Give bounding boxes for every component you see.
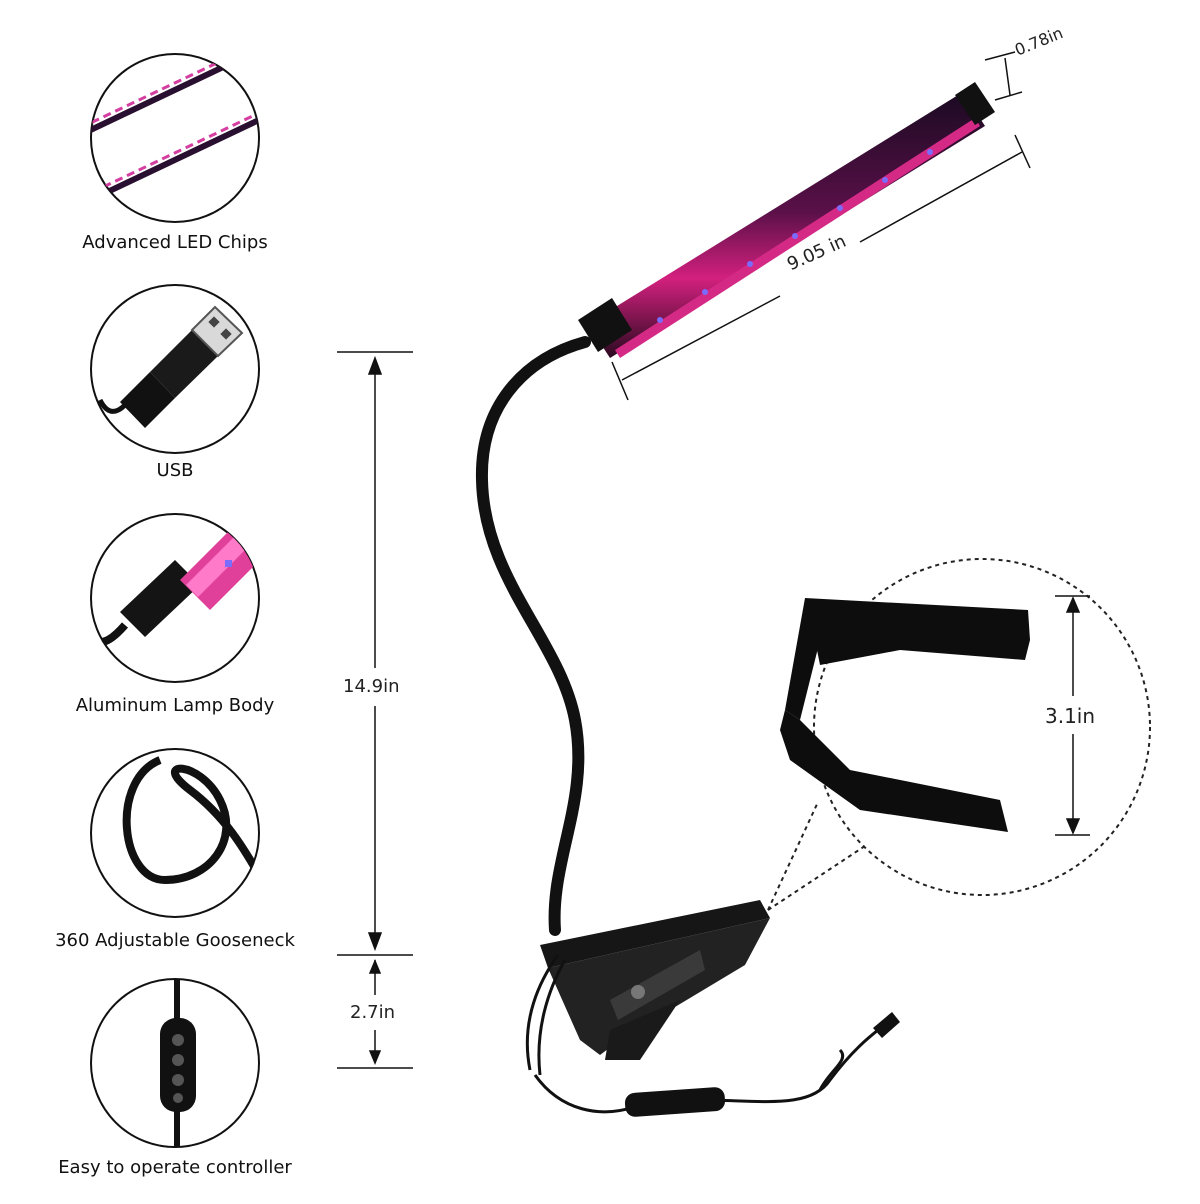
- caption-led-chips: Advanced LED Chips: [82, 232, 268, 253]
- clip-opening-icon: [780, 598, 1030, 832]
- gooseneck-icon: [122, 756, 259, 885]
- inline-controller: [624, 1087, 726, 1117]
- caption-lamp-body: Aluminum Lamp Body: [75, 695, 275, 716]
- bar-length-dimension: [611, 134, 1031, 401]
- dimension-clip-height: 2.7in: [350, 1002, 396, 1023]
- clip-zoom-callout: [767, 558, 1151, 911]
- controller-icon: [160, 979, 196, 1147]
- led-light-bar: [578, 82, 995, 358]
- feature-circle-lamp-body: [90, 513, 260, 683]
- feature-circle-controller: [90, 978, 260, 1148]
- caption-gooseneck: 360 Adjustable Gooseneck: [55, 930, 295, 951]
- gooseneck-arm: [475, 336, 591, 936]
- bar-diameter-dimension: [984, 51, 1023, 101]
- dimension-clip-opening: 3.1in: [1045, 704, 1096, 728]
- height-dimension: [337, 351, 413, 1069]
- caption-usb: USB: [156, 460, 194, 481]
- dimension-gooseneck-height: 14.9in: [343, 676, 400, 697]
- usb-plug: [873, 1012, 900, 1038]
- feature-circle-usb: [90, 284, 260, 454]
- clamp: [540, 900, 770, 1060]
- feature-circle-gooseneck: [90, 748, 260, 918]
- feature-circle-led-chips: [90, 53, 260, 223]
- caption-controller: Easy to operate controller: [58, 1157, 292, 1178]
- usb-plug-icon: [97, 305, 244, 428]
